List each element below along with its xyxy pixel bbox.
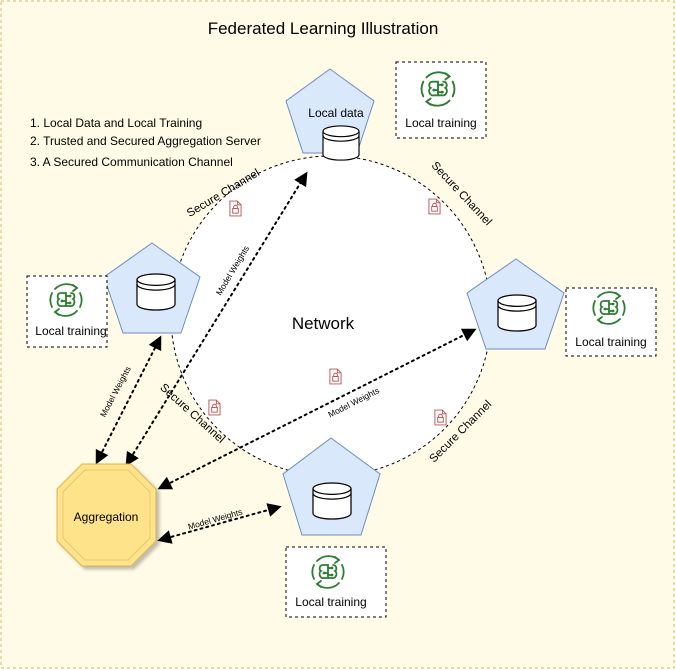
top-node-label: Local data (308, 106, 364, 120)
list-item-2: 2. Trusted and Secured Aggregation Serve… (30, 134, 261, 148)
top-data-node: Local data (285, 68, 375, 161)
arrow-aggregation-right (157, 328, 477, 490)
database-icon (497, 294, 537, 332)
local-training-label: Local training (405, 116, 476, 130)
lock-icon (434, 409, 447, 426)
diagram-title: Federated Learning Illustration (208, 19, 439, 38)
arrow-aggregation-left (95, 335, 162, 465)
lock-icon (329, 368, 342, 385)
bottom-data-node (282, 437, 381, 536)
list-item-3: 3. A Secured Communication Channel (30, 155, 233, 169)
arrow-aggregation-bottom (157, 503, 282, 544)
lock-icon (229, 200, 242, 217)
local-training-label: Local training (575, 335, 646, 349)
database-icon (136, 273, 176, 311)
lock-icon (208, 399, 221, 416)
local-training-label: Local training (295, 595, 366, 609)
local-training-box-right: Local training (565, 287, 657, 357)
local-training-box-top: Local training (395, 61, 487, 139)
local-training-label: Local training (35, 324, 106, 338)
aggregation-server: Aggregation (56, 463, 157, 567)
database-icon (312, 482, 352, 520)
lock-icon (428, 198, 441, 215)
network-label: Network (292, 314, 355, 333)
aggregation-label: Aggregation (74, 510, 139, 524)
list-item-1: 1. Local Data and Local Training (30, 116, 202, 130)
local-training-box-left: Local training (26, 275, 108, 348)
local-training-box-bottom: Local training (285, 546, 387, 618)
left-data-node (103, 242, 201, 334)
right-data-node (466, 258, 565, 350)
database-icon (322, 125, 360, 161)
